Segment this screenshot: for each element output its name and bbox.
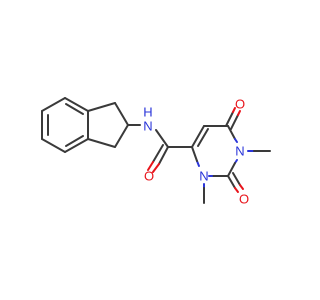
double-bond bbox=[232, 107, 236, 113]
bond bbox=[191, 125, 205, 148]
double-bond-inner bbox=[65, 103, 84, 115]
double-bond bbox=[232, 172, 241, 186]
double-bond-inner bbox=[197, 128, 209, 147]
bond bbox=[114, 124, 129, 148]
bond bbox=[234, 138, 238, 143]
bond bbox=[64, 97, 89, 112]
ring-nitrogen-3-label: N bbox=[199, 169, 208, 184]
bond bbox=[87, 102, 116, 112]
bond bbox=[155, 129, 169, 148]
double-bond bbox=[227, 175, 236, 189]
double-bond bbox=[234, 187, 239, 193]
bond bbox=[41, 97, 66, 112]
ring-oxygen-bottom-label: O bbox=[239, 192, 249, 207]
bond bbox=[41, 138, 66, 153]
bond bbox=[227, 125, 236, 140]
bond bbox=[87, 138, 116, 148]
amide-oxygen-label: O bbox=[144, 169, 154, 184]
bond bbox=[64, 138, 89, 153]
ring-nitrogen-1-label: N bbox=[235, 144, 244, 159]
amide-nitrogen-label: N bbox=[143, 119, 152, 134]
double-bond bbox=[237, 110, 241, 116]
molecule-structure: N H O O N O N bbox=[41, 97, 271, 207]
double-bond bbox=[230, 114, 239, 130]
ring-oxygen-top-label: O bbox=[235, 97, 245, 112]
bond bbox=[152, 163, 160, 173]
bond bbox=[158, 146, 169, 165]
bond bbox=[191, 146, 198, 162]
amide-hydrogen-label: H bbox=[143, 105, 152, 120]
pyrimidine-ring bbox=[191, 125, 238, 177]
bond bbox=[114, 102, 129, 126]
cyclopentane-ring bbox=[87, 102, 129, 148]
double-bond bbox=[147, 161, 154, 171]
benzene-ring bbox=[41, 97, 89, 153]
double-bond bbox=[225, 111, 234, 127]
double-bond bbox=[152, 144, 164, 163]
bond bbox=[227, 162, 236, 177]
double-bond bbox=[239, 184, 244, 190]
double-bond-inner bbox=[65, 135, 84, 147]
